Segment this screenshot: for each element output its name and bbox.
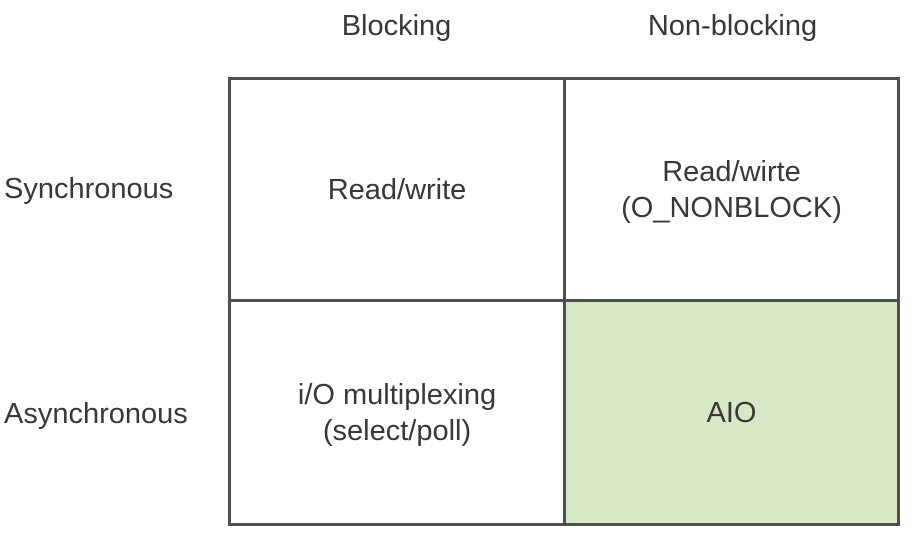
cell-text: (O_NONBLOCK) — [621, 191, 842, 224]
cell-synchronous-blocking: Read/write — [231, 80, 566, 302]
cell-asynchronous-blocking: i/O multiplexing (select/poll) — [231, 302, 566, 523]
column-header-non-blocking: Non-blocking — [647, 9, 818, 42]
cell-text: AIO — [706, 396, 757, 429]
cell-text: (select/poll) — [322, 414, 472, 447]
cell-asynchronous-non-blocking-aio: AIO — [566, 302, 897, 523]
row-header-asynchronous: Asynchronous — [4, 397, 188, 430]
cell-text: Read/wirte — [662, 155, 801, 188]
cell-text: i/O multiplexing — [297, 378, 497, 411]
cell-synchronous-non-blocking: Read/wirte (O_NONBLOCK) — [566, 80, 897, 302]
row-header-synchronous: Synchronous — [4, 173, 174, 205]
column-header-blocking: Blocking — [341, 9, 452, 42]
cell-text: Read/write — [327, 173, 467, 206]
matrix-grid: Read/write Read/wirte (O_NONBLOCK) i/O m… — [228, 77, 900, 526]
